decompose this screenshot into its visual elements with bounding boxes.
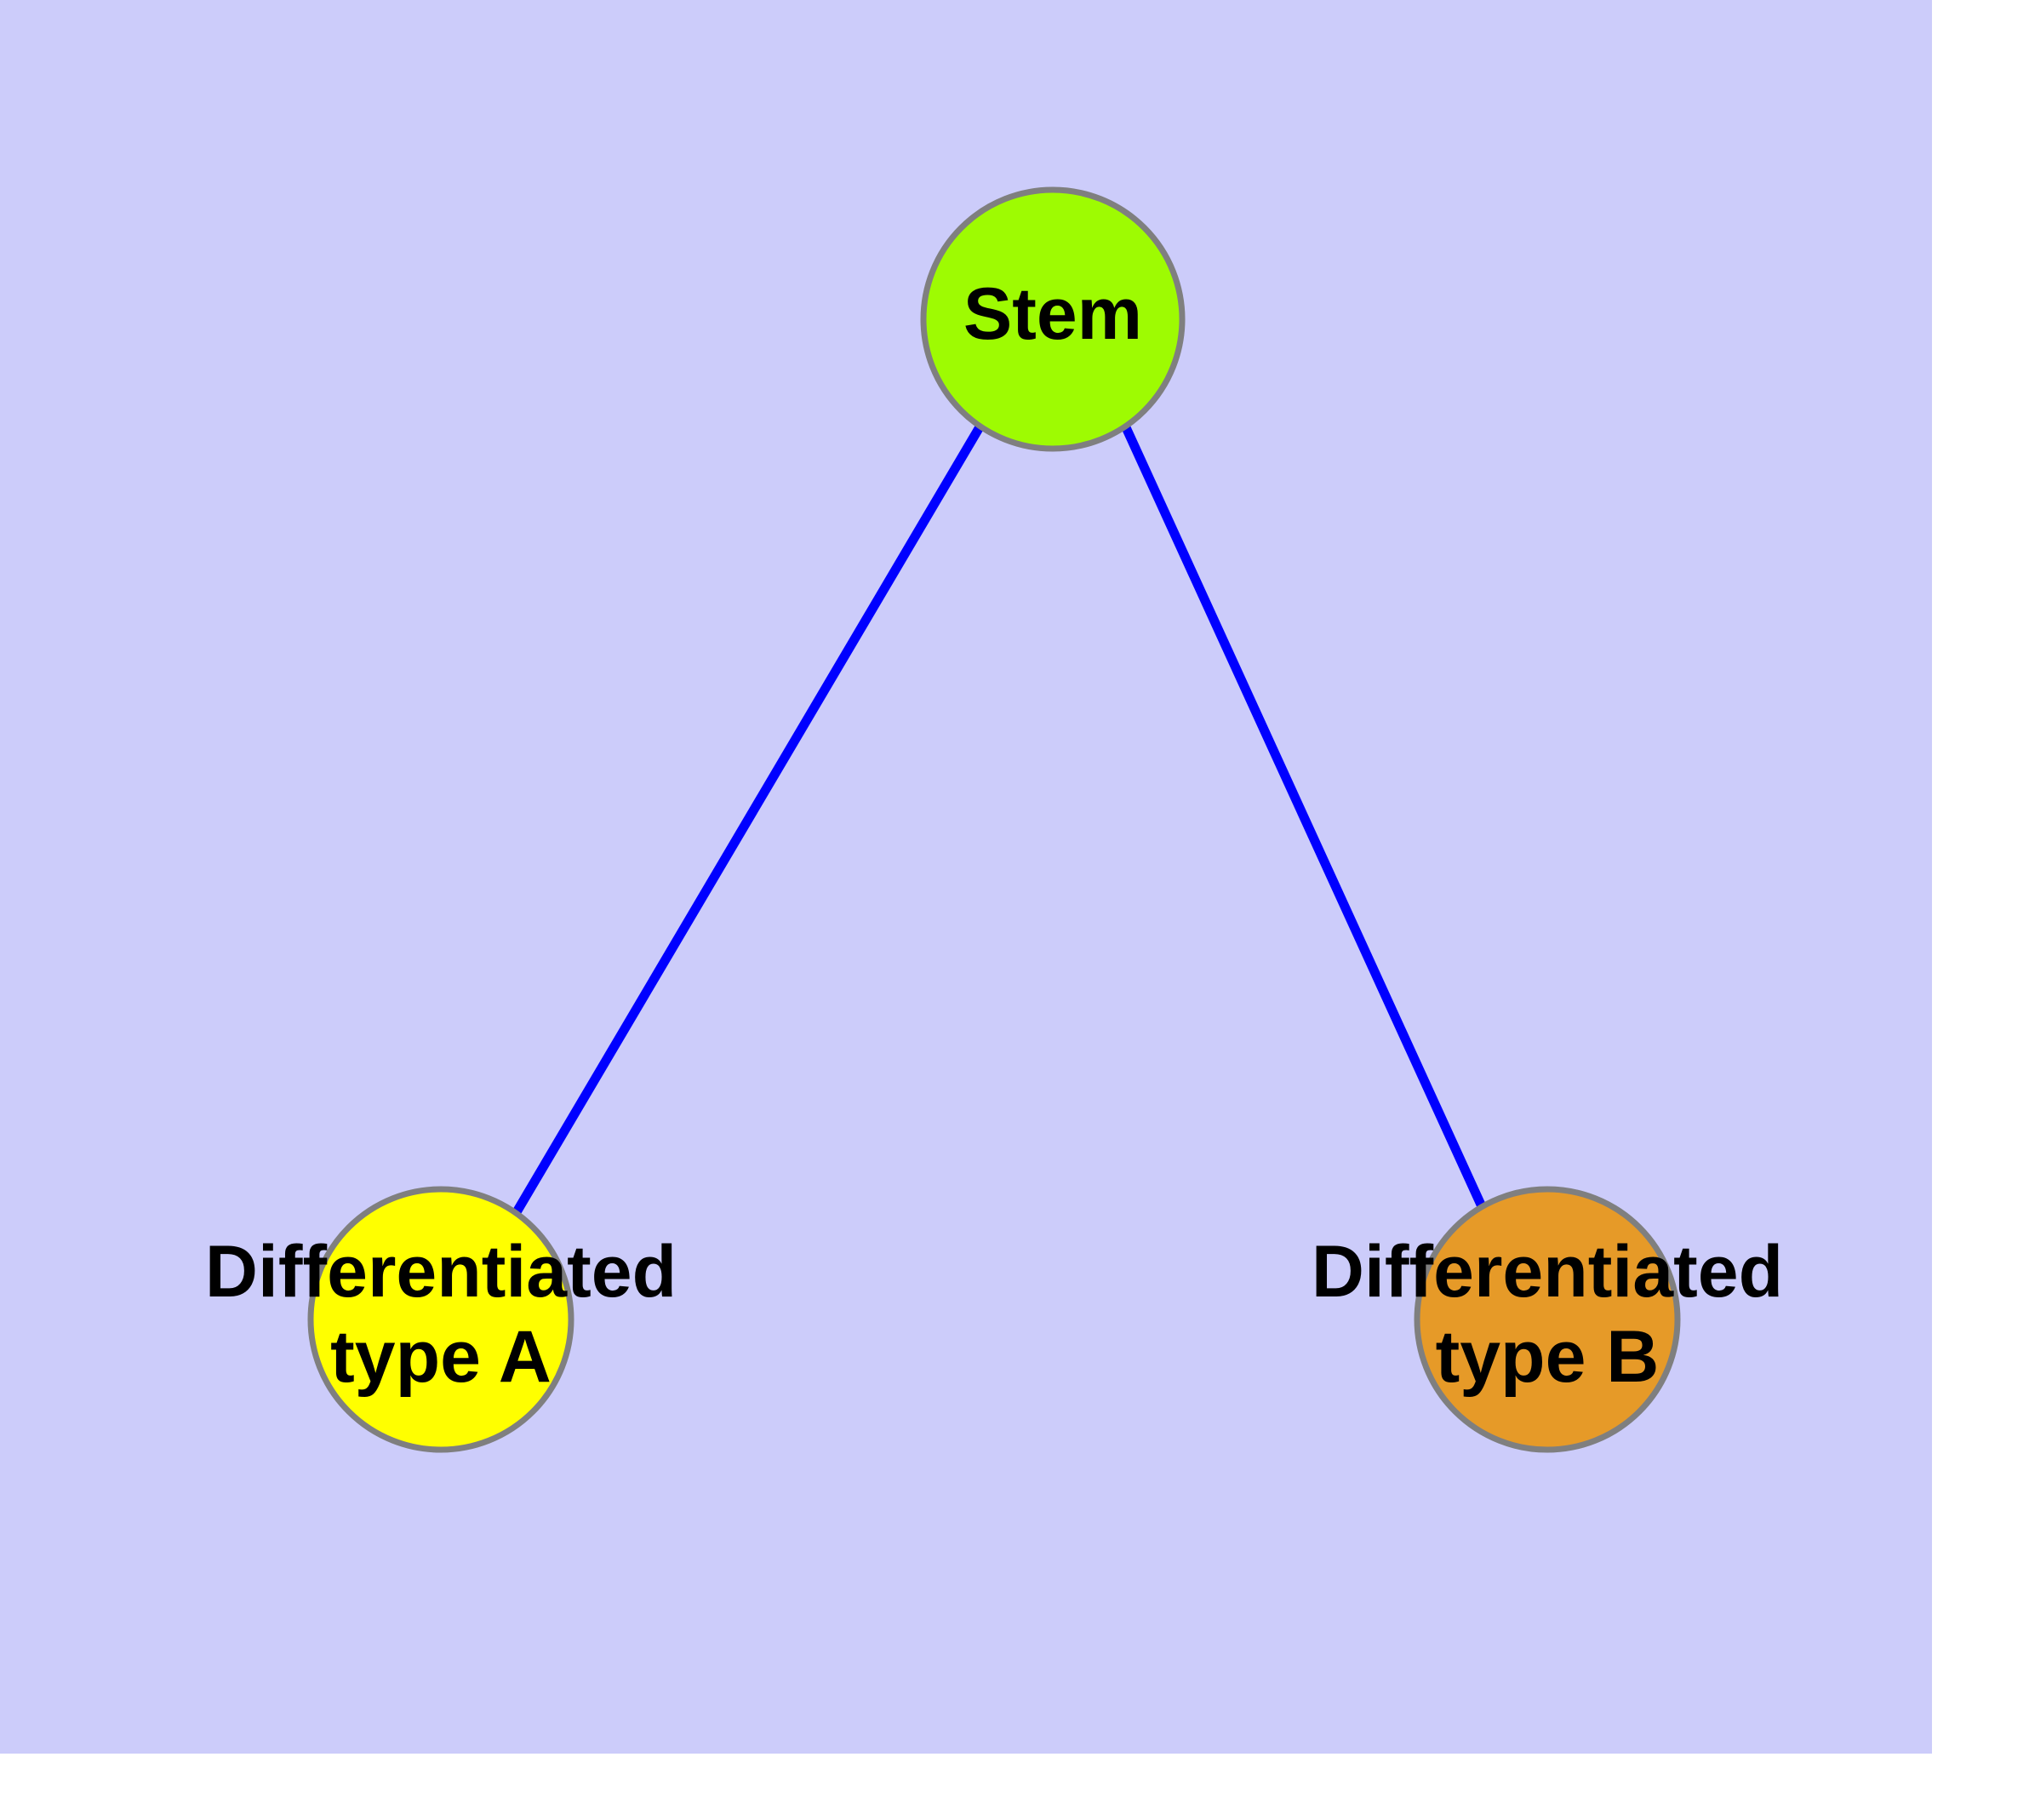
node-label-line: type A [330, 1316, 552, 1398]
node-label-line: type B [1436, 1316, 1660, 1398]
edge-stem-to-differentiated-type-b [1120, 423, 1495, 1226]
node-label-line: Differentiated [1312, 1231, 1783, 1313]
node-differentiated-type-a[interactable] [307, 1186, 574, 1453]
node-label-line: Stem [963, 273, 1142, 355]
nodes-group [307, 186, 1681, 1453]
edges-group [507, 423, 1495, 1226]
edge-stem-to-differentiated-type-a [507, 423, 985, 1223]
node-differentiated-type-b[interactable] [1414, 1186, 1681, 1453]
node-stem[interactable] [920, 186, 1186, 452]
node-stem-label: Stem [963, 273, 1142, 355]
node-label-line: Differentiated [205, 1231, 677, 1313]
